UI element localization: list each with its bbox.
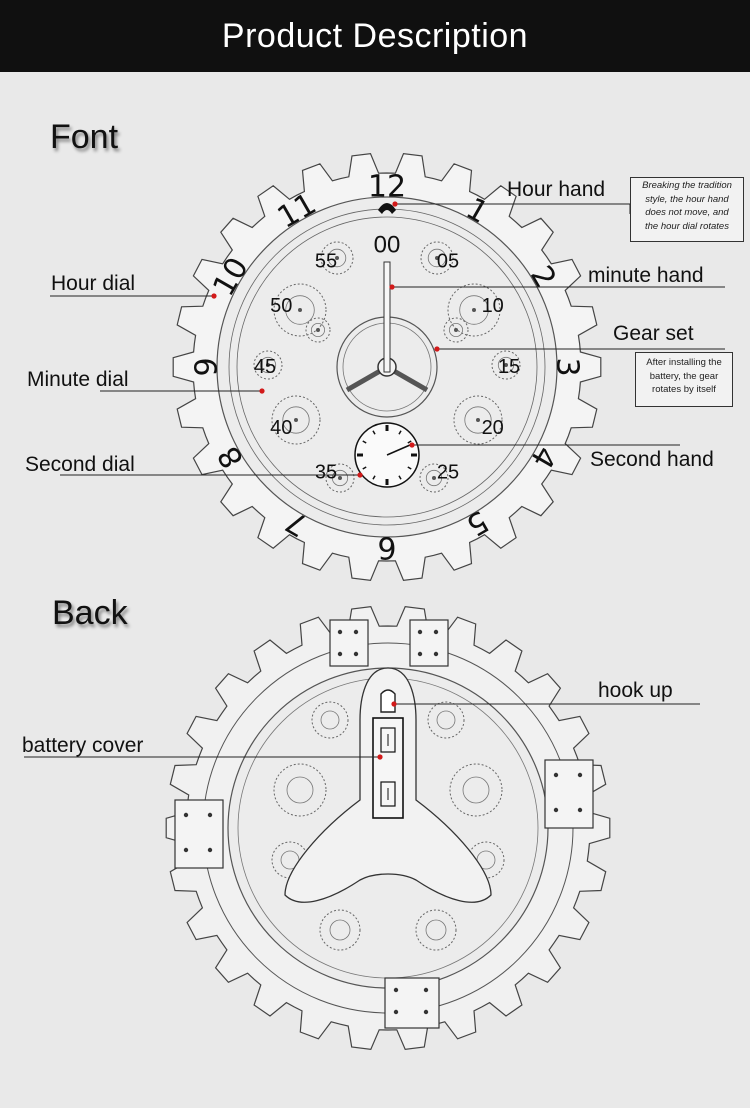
hour-numeral: 3 <box>550 357 585 376</box>
small-gear <box>415 909 457 951</box>
small-gear <box>273 283 327 337</box>
hour-dial-label: Hour dial <box>51 272 136 295</box>
minute-numeral: 10 <box>482 295 504 317</box>
small-gear <box>491 350 521 380</box>
small-gear <box>271 395 321 445</box>
hook-up-label: hook up <box>598 679 673 702</box>
second-dial-label: Second dial <box>25 453 135 476</box>
small-gear <box>319 909 361 951</box>
gear-set-label: Gear set <box>613 322 694 345</box>
hour-hand-label: Hour hand <box>507 178 606 201</box>
minute-numeral: 50 <box>270 295 292 317</box>
header-bar: Product Description <box>0 0 750 72</box>
minute-numeral: 45 <box>254 356 276 378</box>
small-gear <box>253 350 283 380</box>
minute-hand-label: minute hand <box>588 264 704 287</box>
hour-numeral: 6 <box>377 530 396 565</box>
second-subdial-ticks <box>357 425 417 485</box>
small-gear <box>325 463 355 493</box>
small-gear <box>419 463 449 493</box>
hook <box>380 689 396 713</box>
page-title: Product Description <box>221 17 529 55</box>
small-gear <box>453 395 503 445</box>
small-gear <box>427 701 465 739</box>
callout-markers <box>211 201 440 760</box>
minute-numeral: 00 <box>374 232 401 259</box>
minute-numeral: 20 <box>482 417 504 439</box>
minute-numeral: 35 <box>315 462 337 484</box>
battery-cover-label: battery cover <box>22 734 144 757</box>
small-gear <box>311 701 349 739</box>
minute-numeral: 15 <box>498 356 520 378</box>
minute-numeral: 25 <box>437 462 459 484</box>
minute-dial-label: Minute dial <box>27 368 129 391</box>
small-gear <box>320 241 354 275</box>
back-internal-gears <box>271 701 505 951</box>
hour-hand-note: Breaking the tradition style, the hour h… <box>630 177 744 242</box>
minute-numeral: 40 <box>270 417 292 439</box>
back-clock-illustration <box>165 606 611 1050</box>
small-gear <box>449 763 503 817</box>
small-gear <box>443 317 469 343</box>
callout-lines <box>24 203 725 758</box>
gear-set-note: After installing the battery, the gear r… <box>635 352 733 407</box>
hour-numeral: 9 <box>190 357 225 376</box>
front-section-title: Font <box>50 118 119 156</box>
small-gear <box>447 283 501 337</box>
hour-hand-pointer <box>378 203 396 214</box>
battery-cover-shape <box>372 717 404 819</box>
minute-numeral: 55 <box>315 250 337 272</box>
second-hand-label: Second hand <box>590 448 714 471</box>
small-gear <box>273 763 327 817</box>
minute-numeral: 05 <box>437 250 459 272</box>
hour-numeral: 12 <box>368 170 406 205</box>
minute-numerals: 00 05 10 15 20 25 35 40 45 50 55 <box>254 232 520 484</box>
mounting-brackets <box>174 619 594 1029</box>
internal-gears <box>253 241 521 493</box>
small-gear <box>305 317 331 343</box>
second-hand <box>386 444 411 456</box>
back-section-title: Back <box>52 594 128 632</box>
small-gear <box>420 241 454 275</box>
minute-hand <box>383 261 391 373</box>
